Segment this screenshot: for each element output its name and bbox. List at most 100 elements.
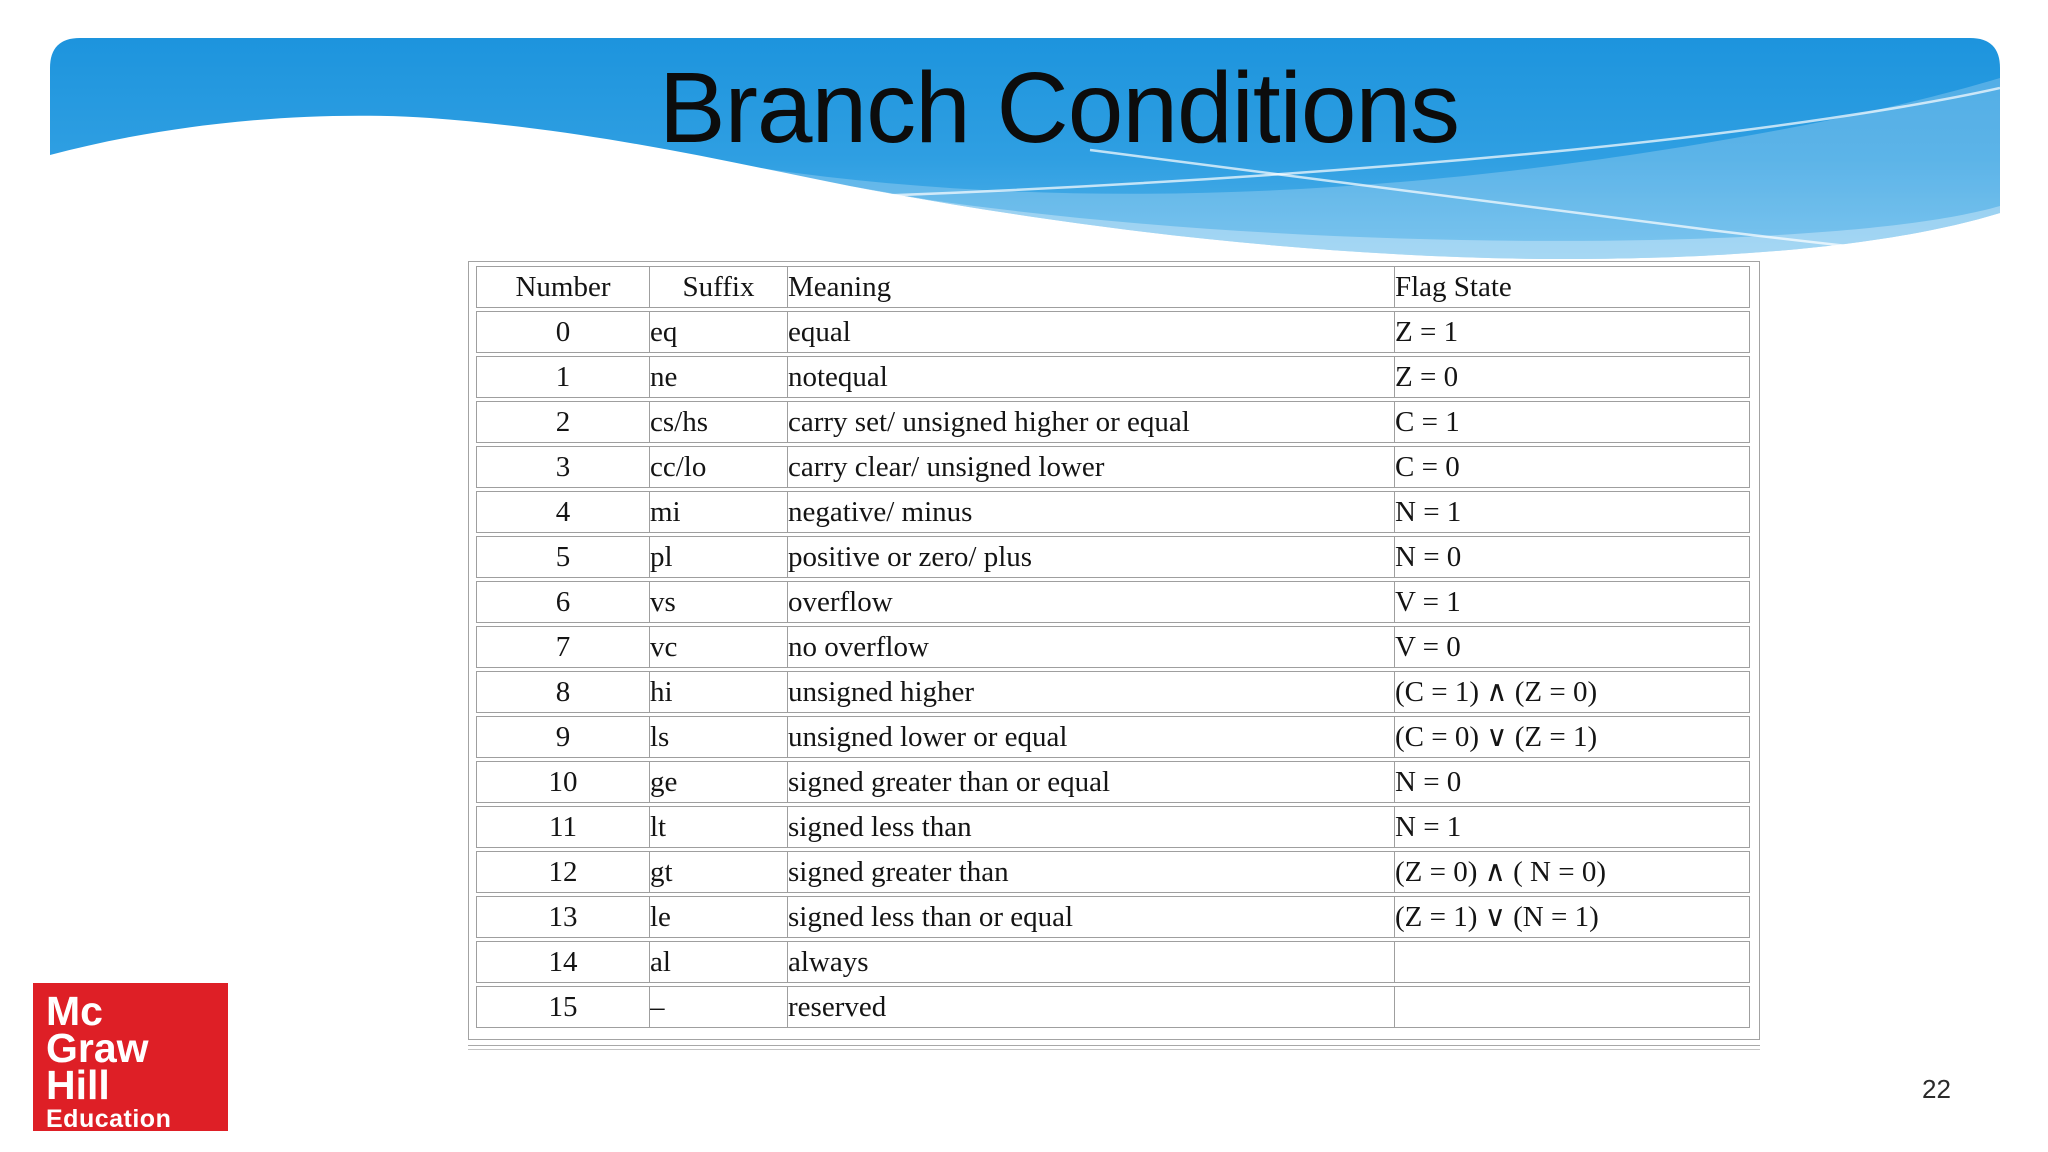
cell-flag-state: N = 0 (1395, 761, 1750, 803)
cell-number: 6 (476, 581, 650, 623)
table-row: 4 mi negative/ minus N = 1 (476, 491, 1750, 533)
cell-meaning: unsigned lower or equal (788, 716, 1395, 758)
table-row: 2 cs/hs carry set/ unsigned higher or eq… (476, 401, 1750, 443)
banner-accent-line-rising (429, 86, 2000, 208)
cell-meaning: carry set/ unsigned higher or equal (788, 401, 1395, 443)
banner-accent-line-falling (1089, 148, 2000, 263)
table-row: 12 gt signed greater than (Z = 0) ∧ ( N … (476, 851, 1750, 893)
cell-suffix: cs/hs (650, 401, 788, 443)
cell-flag-state (1395, 941, 1750, 983)
cell-meaning: reserved (788, 986, 1395, 1028)
table-header-row: Number Suffix Meaning Flag State (476, 266, 1750, 308)
slide-title: Branch Conditions (658, 52, 1460, 164)
cell-meaning: no overflow (788, 626, 1395, 668)
cell-flag-state: N = 1 (1395, 491, 1750, 533)
cell-number: 9 (476, 716, 650, 758)
cell-number: 13 (476, 896, 650, 938)
cell-meaning: signed greater than or equal (788, 761, 1395, 803)
cell-meaning: equal (788, 311, 1395, 353)
cell-flag-state (1395, 986, 1750, 1028)
banner-light-wedge (710, 78, 2000, 260)
cell-suffix: gt (650, 851, 788, 893)
cell-number: 1 (476, 356, 650, 398)
col-header-number: Number (476, 266, 650, 308)
cell-suffix: lt (650, 806, 788, 848)
cell-flag-state: Z = 1 (1395, 311, 1750, 353)
table-row: 15 – reserved (476, 986, 1750, 1028)
table-row: 7 vc no overflow V = 0 (476, 626, 1750, 668)
cell-suffix: – (650, 986, 788, 1028)
cell-suffix: ne (650, 356, 788, 398)
cell-suffix: mi (650, 491, 788, 533)
table-row: 10 ge signed greater than or equal N = 0 (476, 761, 1750, 803)
table-row: 8 hi unsigned higher (C = 1) ∧ (Z = 0) (476, 671, 1750, 713)
cell-flag-state: N = 0 (1395, 536, 1750, 578)
banner-lighter-wedge (850, 186, 2000, 260)
cell-suffix: vs (650, 581, 788, 623)
table-row: 1 ne notequal Z = 0 (476, 356, 1750, 398)
cell-number: 3 (476, 446, 650, 488)
table-underline (468, 1045, 1760, 1050)
cell-suffix: le (650, 896, 788, 938)
cell-meaning: always (788, 941, 1395, 983)
logo-line-graw: Graw (46, 1025, 149, 1071)
cell-number: 4 (476, 491, 650, 533)
cell-number: 15 (476, 986, 650, 1028)
cell-suffix: vc (650, 626, 788, 668)
cell-meaning: signed less than or equal (788, 896, 1395, 938)
cell-number: 7 (476, 626, 650, 668)
cell-flag-state: V = 1 (1395, 581, 1750, 623)
cell-suffix: eq (650, 311, 788, 353)
branch-conditions-table: Number Suffix Meaning Flag State 0 eq eq… (468, 261, 1760, 1040)
cell-suffix: ge (650, 761, 788, 803)
table-row: 6 vs overflow V = 1 (476, 581, 1750, 623)
table-row: 9 ls unsigned lower or equal (C = 0) ∨ (… (476, 716, 1750, 758)
cell-meaning: positive or zero/ plus (788, 536, 1395, 578)
table-row: 3 cc/lo carry clear/ unsigned lower C = … (476, 446, 1750, 488)
cell-number: 10 (476, 761, 650, 803)
cell-meaning: unsigned higher (788, 671, 1395, 713)
cell-suffix: al (650, 941, 788, 983)
cell-suffix: pl (650, 536, 788, 578)
logo-line-education: Education (46, 1105, 172, 1133)
cell-meaning: overflow (788, 581, 1395, 623)
mcgraw-hill-logo: Mc Graw Hill Education (33, 983, 228, 1133)
table-row: 14 al always (476, 941, 1750, 983)
cell-number: 0 (476, 311, 650, 353)
table-row: 5 pl positive or zero/ plus N = 0 (476, 536, 1750, 578)
table-row: 13 le signed less than or equal (Z = 1) … (476, 896, 1750, 938)
cell-flag-state: V = 0 (1395, 626, 1750, 668)
cell-flag-state: (C = 1) ∧ (Z = 0) (1395, 671, 1750, 713)
col-header-suffix: Suffix (650, 266, 788, 308)
cell-flag-state: C = 1 (1395, 401, 1750, 443)
cell-flag-state: Z = 0 (1395, 356, 1750, 398)
cell-meaning: negative/ minus (788, 491, 1395, 533)
col-header-flag-state: Flag State (1395, 266, 1750, 308)
table-body: 0 eq equal Z = 1 1 ne notequal Z = 0 2 c… (476, 311, 1750, 1028)
cell-meaning: signed greater than (788, 851, 1395, 893)
cell-number: 11 (476, 806, 650, 848)
cell-suffix: ls (650, 716, 788, 758)
cell-number: 5 (476, 536, 650, 578)
cell-suffix: cc/lo (650, 446, 788, 488)
cell-flag-state: C = 0 (1395, 446, 1750, 488)
cell-flag-state: N = 1 (1395, 806, 1750, 848)
cell-meaning: carry clear/ unsigned lower (788, 446, 1395, 488)
table-row: 11 lt signed less than N = 1 (476, 806, 1750, 848)
cell-number: 8 (476, 671, 650, 713)
cell-meaning: notequal (788, 356, 1395, 398)
cell-number: 14 (476, 941, 650, 983)
cell-number: 12 (476, 851, 650, 893)
logo-line-mc: Mc (46, 988, 103, 1034)
table-row: 0 eq equal Z = 1 (476, 311, 1750, 353)
cell-flag-state: (C = 0) ∨ (Z = 1) (1395, 716, 1750, 758)
logo-line-hill: Hill (46, 1062, 110, 1108)
col-header-meaning: Meaning (788, 266, 1395, 308)
cell-number: 2 (476, 401, 650, 443)
header-banner-graphic (50, 38, 2000, 263)
cell-flag-state: (Z = 0) ∧ ( N = 0) (1395, 851, 1750, 893)
cell-flag-state: (Z = 1) ∨ (N = 1) (1395, 896, 1750, 938)
page-number: 22 (1922, 1074, 1951, 1104)
cell-meaning: signed less than (788, 806, 1395, 848)
